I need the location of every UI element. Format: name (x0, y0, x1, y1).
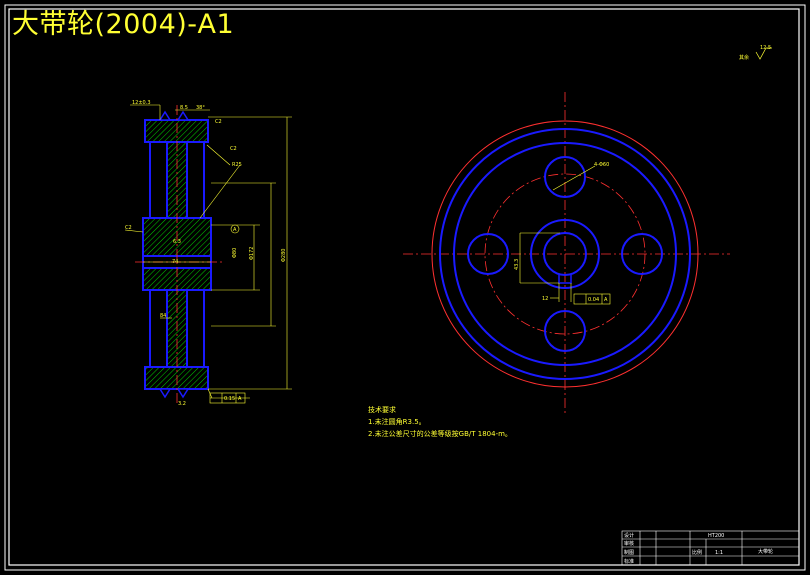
label-symmetry-datum: A (604, 297, 608, 303)
datum-circle (230, 224, 240, 234)
groove-top-1 (158, 110, 172, 121)
notes-line-2: 2.未注公差尺寸的公差等级按GB/T 1804-m。 (368, 430, 512, 438)
web-lower-outline (166, 290, 188, 367)
label-symmetry-tol: 0.04 (588, 297, 599, 303)
label-top-left-dim: 12±0.3 (132, 100, 151, 106)
tb-material: HT200 (708, 533, 724, 539)
tb-scale-value: 1:1 (715, 550, 723, 556)
label-datum: A (233, 227, 237, 233)
outer-red-circle (431, 120, 699, 388)
rim-top-hatch (145, 120, 208, 142)
hub-lower-hatch (143, 268, 211, 290)
label-key-depth: 43.3 (514, 259, 520, 270)
hole-pitch-circle (484, 173, 646, 335)
symmetry-frame (573, 293, 611, 305)
label-bore-dim: 74 (172, 259, 178, 265)
label-chamfer: C2 (215, 119, 222, 125)
tb-row-2: 审核 (624, 540, 634, 547)
section-view: 12±0.3 8.5 38° C2 C2 R25 C2 6.3 74 A Φ80… (124, 100, 292, 407)
outer-border (4, 4, 806, 571)
tb-part-name: 大带轮 (758, 548, 773, 555)
label-chamfer-2: C2 (230, 146, 237, 152)
groove-top-2 (176, 110, 190, 121)
runout-frame (209, 392, 246, 404)
label-dia-80: Φ80 (232, 248, 238, 258)
web-upper-outline (166, 142, 188, 218)
tb-row-4: 标准 (624, 558, 634, 565)
label-key-width: 12 (542, 296, 548, 302)
label-holes: 4-Φ60 (594, 162, 609, 168)
front-view: 4-Φ60 43.3 12 0.04 A (403, 92, 730, 415)
label-runout-datum: A (238, 396, 242, 402)
label-dia-172: Φ172 (249, 247, 255, 260)
hub-circle (530, 219, 600, 289)
inner-border (8, 8, 800, 566)
hole-right (621, 233, 663, 275)
rim-edge-lines (149, 142, 205, 367)
label-radius: R25 (232, 162, 242, 168)
label-rough-hub: 6.3 (173, 239, 181, 245)
keyway (558, 275, 572, 284)
title-block (621, 530, 800, 566)
groove-bottom-1 (158, 388, 172, 399)
hole-left (467, 233, 509, 275)
groove-bottom-2 (176, 388, 190, 399)
label-hub-chamfer: C2 (125, 225, 132, 231)
rim-circle (439, 128, 691, 380)
hole-top (544, 156, 586, 198)
roughness-corner-value: 12.5 (760, 45, 771, 51)
tb-row-1: 设计 (624, 532, 634, 539)
label-top-angle: 38° (196, 105, 205, 111)
roughness-corner-label: 其余 (739, 54, 749, 61)
technical-notes: 技术要求 1.未注圆角R3.5。 2.未注公差尺寸的公差等级按GB/T 1804… (368, 404, 512, 440)
hole-bottom (544, 310, 586, 352)
label-top-mid-dim: 8.5 (180, 105, 188, 111)
notes-line-1: 1.未注圆角R3.5。 (368, 418, 426, 426)
tb-row-3: 制图 (624, 549, 634, 556)
bore-circle (543, 232, 587, 276)
label-rib-dim: 84 (160, 313, 166, 319)
label-dia-280: Φ280 (281, 249, 287, 262)
rim-bottom-hatch (145, 367, 208, 389)
drawing-title: 大带轮(2004)-A1 (12, 9, 235, 40)
label-runout: 0.15 (224, 396, 235, 402)
leader-holes (552, 165, 596, 191)
roughness-corner-symbol: 其余 12.5 (739, 45, 772, 61)
label-bottom-rough: 3.2 (178, 401, 186, 407)
notes-heading: 技术要求 (368, 406, 396, 414)
rim-inner-circle (453, 142, 677, 366)
tb-scale-label: 比例 (692, 549, 702, 556)
